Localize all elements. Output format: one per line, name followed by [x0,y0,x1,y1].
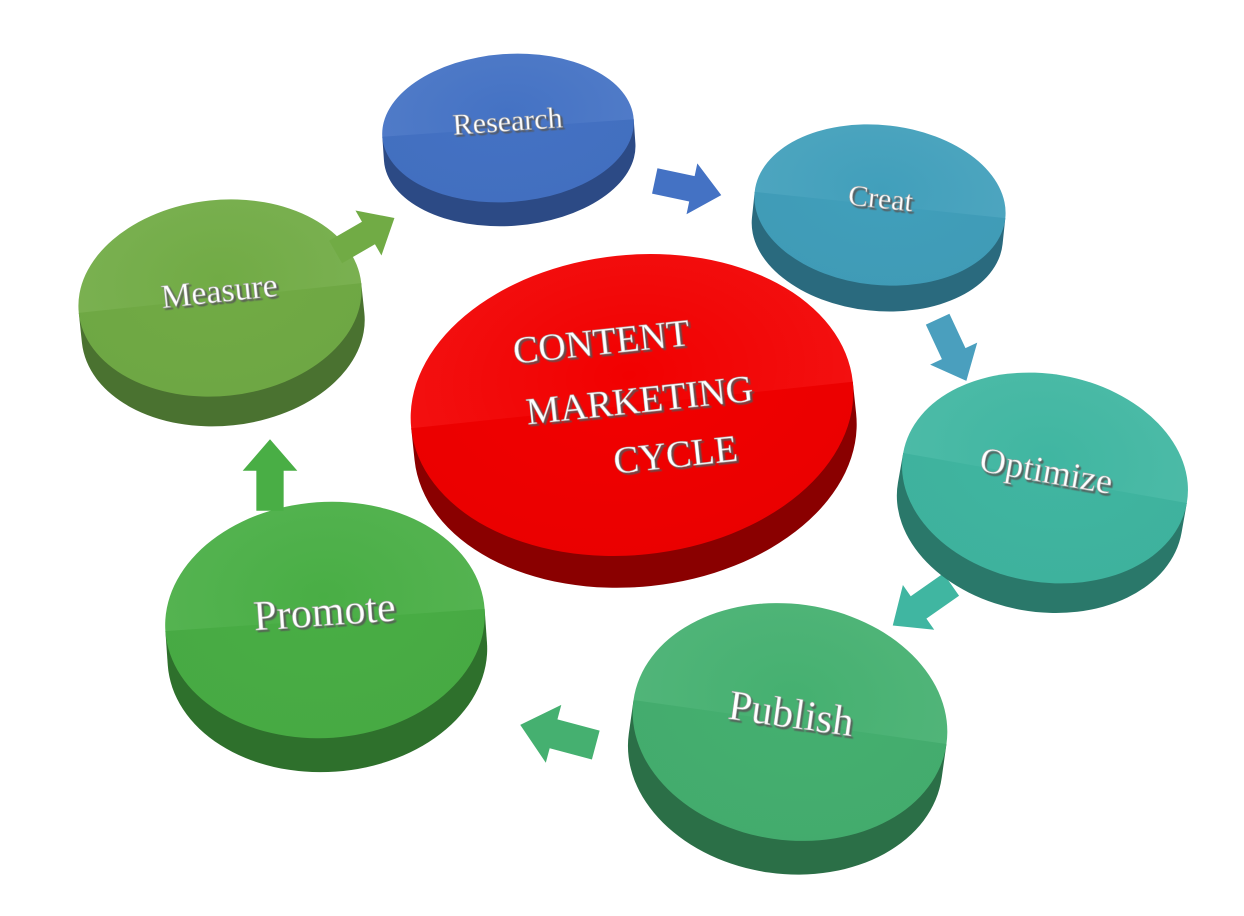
flow-arrow-icon [925,313,978,381]
flow-arrow-icon [652,163,722,215]
step-promote-disc-top [165,501,485,739]
step-creat-label: Creat [847,179,916,219]
step-optimize-disc: Optimize [896,372,1188,613]
step-measure-disc: Measure [78,199,365,427]
step-promote-disc: Promote [165,501,488,773]
step-optimize-disc-top [902,372,1188,584]
flow-arrow-icon [520,704,600,763]
step-publish-disc-top [632,603,948,841]
step-measure-disc-top [78,199,362,397]
center-disc-top [410,254,854,556]
flow-arrow-icon [892,573,960,630]
step-creat-disc-top [754,124,1006,286]
step-publish-disc: Publish [628,603,948,875]
step-promote-label: Promote [252,585,397,641]
flow-arrow-icon [242,439,298,511]
step-research-disc-top [382,53,634,203]
step-research-disc: Research [382,53,636,227]
step-research-label: Research [452,101,564,142]
step-creat-disc: Creat [751,124,1006,312]
